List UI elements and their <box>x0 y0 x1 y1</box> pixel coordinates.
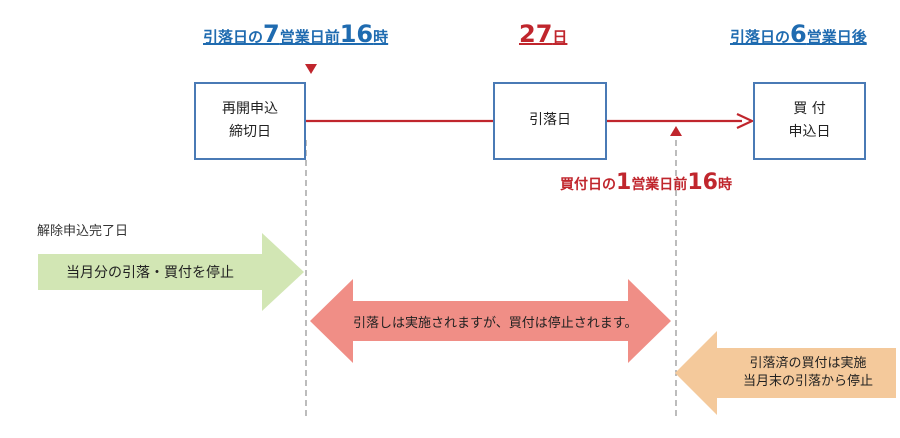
header-deadline-label: 引落日の7営業日前16時 <box>203 20 389 48</box>
purchase-apply-box: 買 付 申込日 <box>753 82 866 160</box>
debit-day-label: 引落日 <box>529 112 571 129</box>
purchase-deadline-label: 買付日の1営業日前16時 <box>560 170 732 195</box>
stop-all-arrow-label: 当月分の引落・買付を停止 <box>66 265 234 281</box>
purchase-marker-up <box>670 126 682 136</box>
month-end-line1: 引落済の買付は実施 <box>749 356 867 371</box>
purchase-apply-line1: 買 付 <box>793 100 826 117</box>
purchase-apply-line2: 申込日 <box>788 124 831 140</box>
restart-deadline-box: 再開申込 締切日 <box>194 82 306 160</box>
restart-deadline-line1: 再開申込 <box>222 100 278 117</box>
header-debit-day-label: 27日 <box>519 20 568 48</box>
green-arrow-shape <box>38 233 304 311</box>
cancel-complete-label: 解除申込完了日 <box>37 224 129 239</box>
timeline-arrowhead <box>736 113 755 129</box>
debit-only-arrow-label: 引落しは実施されますが、買付は停止されます。 <box>353 316 638 331</box>
month-end-line2: 当月末の引落から停止 <box>742 374 873 389</box>
double-arrow-shape <box>310 279 671 363</box>
header-after-debit-label: 引落日の6営業日後 <box>730 20 867 48</box>
debit-day-box: 引落日 <box>493 82 607 160</box>
restart-deadline-line2: 締切日 <box>229 124 271 140</box>
orange-arrow-shape <box>675 331 896 415</box>
month-end-arrow-label: 引落済の買付は実施 当月末の引落から停止 <box>722 355 894 391</box>
deadline-marker-down <box>305 64 317 74</box>
